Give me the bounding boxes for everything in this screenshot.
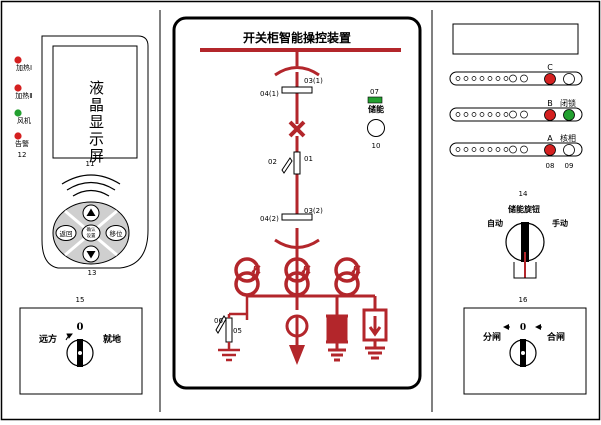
shift-label: 移位 xyxy=(110,229,124,238)
breaker-x xyxy=(288,120,306,138)
storage-led xyxy=(367,96,383,104)
knob14-ref: 14 xyxy=(519,190,528,198)
switch15-zero: 0 xyxy=(77,322,84,333)
open-label: 分闸 xyxy=(483,331,501,343)
remote-label: 远方 xyxy=(39,333,57,345)
phase-b-label: B xyxy=(547,99,553,108)
disconnect-2 xyxy=(281,213,313,221)
storage-label: 储能 xyxy=(367,104,384,114)
label-10: 10 xyxy=(372,142,381,150)
busbar xyxy=(200,48,401,52)
phase-a-led2 xyxy=(563,144,575,156)
lcd-ref: 11 xyxy=(86,160,95,168)
label-01: 01 xyxy=(304,155,313,163)
heat1-label: 加热Ⅰ xyxy=(16,63,32,72)
phase-check-label: 核相 xyxy=(560,133,576,143)
confirm-label-2: 设置 xyxy=(87,232,96,239)
phase-c-led2 xyxy=(563,73,575,85)
keypad: 返回 确认 设置 移位 xyxy=(52,201,130,265)
manual-label: 手动 xyxy=(552,218,568,228)
return-button[interactable]: 返回 xyxy=(55,225,77,241)
status-indicators: 加热Ⅰ 加热Ⅱ 风机 告警 12 xyxy=(14,56,33,159)
indicator-ref: 12 xyxy=(18,151,27,159)
label-05: 05 xyxy=(233,327,242,335)
phase-a-label: A xyxy=(547,134,553,143)
shift-button[interactable]: 移位 xyxy=(105,225,127,241)
label-02: 02 xyxy=(268,158,277,166)
arrester xyxy=(326,300,348,362)
contact-01 xyxy=(293,151,301,175)
phase-c-label: C xyxy=(547,63,553,72)
label-04-1: 04(1) xyxy=(260,90,279,98)
lcd-screen xyxy=(52,45,138,159)
phase-row-c: C xyxy=(449,63,583,86)
arrow-down-icon xyxy=(86,251,96,259)
display-window xyxy=(452,23,579,55)
heat2-label: 加热Ⅱ xyxy=(15,91,32,100)
disconnect-1 xyxy=(281,86,313,94)
auto-label: 自动 xyxy=(487,218,503,228)
switch15-ref: 15 xyxy=(76,296,85,304)
alarm-label: 告警 xyxy=(15,139,29,148)
knob15-arrow-icon xyxy=(65,333,73,341)
feeder-arrow-icon xyxy=(289,345,305,365)
storage-knob[interactable] xyxy=(505,222,545,279)
up-button[interactable] xyxy=(82,204,100,222)
down-button[interactable] xyxy=(82,245,100,263)
phase-c-led1 xyxy=(544,73,556,85)
heat1-led xyxy=(14,56,22,64)
earth-blade-06 xyxy=(215,315,227,334)
ground-icon-left xyxy=(218,342,240,362)
ct-hash-marks xyxy=(251,265,361,279)
top-plug xyxy=(274,66,320,77)
feeder-outgoing xyxy=(285,314,309,365)
phase-b-led2 xyxy=(563,109,575,121)
switch16-ref: 16 xyxy=(519,296,528,304)
voltage-device xyxy=(362,308,388,360)
contact-05 xyxy=(225,317,233,343)
alarm-led xyxy=(14,132,22,140)
phase-ref-08: 08 xyxy=(546,162,555,170)
label-03-1: 03(1) xyxy=(304,77,323,85)
open-close-knob[interactable] xyxy=(509,339,537,367)
close-label: 合闸 xyxy=(547,331,565,343)
keypad-ref: 13 xyxy=(88,269,97,277)
confirm-button[interactable]: 确认 设置 xyxy=(81,224,101,242)
lock-label: 闭锁 xyxy=(560,98,576,108)
return-label: 返回 xyxy=(60,230,73,238)
fan-led xyxy=(14,109,22,117)
signal-icon xyxy=(61,174,121,197)
label-07: 07 xyxy=(370,88,379,96)
contact-02 xyxy=(281,157,293,174)
lcd-text: 液晶显示屏 xyxy=(87,80,105,165)
phase-ref-09: 09 xyxy=(565,162,574,170)
switch16-zero: 0 xyxy=(520,323,526,333)
remote-local-knob[interactable] xyxy=(66,339,94,367)
knob14-top-label: 储能旋钮 xyxy=(507,204,540,214)
heat2-led xyxy=(14,84,22,92)
single-line-diagram xyxy=(245,52,377,320)
storage-button[interactable] xyxy=(367,119,385,137)
label-06: 06 xyxy=(214,317,223,325)
label-03-2: 03(2) xyxy=(304,207,323,215)
phase-a-led1 xyxy=(544,144,556,156)
phase-b-led1 xyxy=(544,109,556,121)
phase-row-b: B 闭锁 xyxy=(449,98,583,122)
local-label: 就地 xyxy=(103,333,121,345)
label-04-2: 04(2) xyxy=(260,215,279,223)
mimic-title: 开关柜智能操控装置 xyxy=(243,30,351,45)
confirm-label-1: 确认 xyxy=(87,226,96,233)
arrow-up-icon xyxy=(86,208,96,216)
phase-row-a: A 核相 xyxy=(449,133,583,157)
fan-label: 风机 xyxy=(17,116,31,125)
